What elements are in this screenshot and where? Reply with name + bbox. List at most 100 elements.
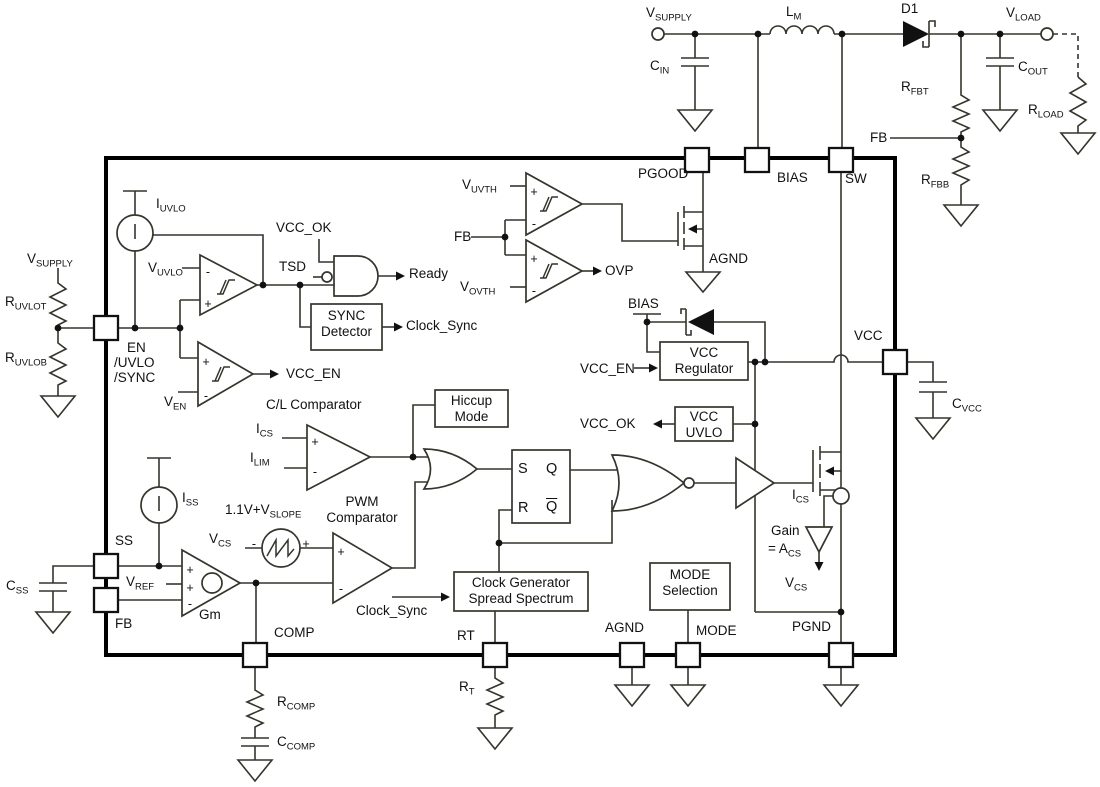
ovp-minus: - <box>532 284 536 298</box>
tsd-invert-bubble <box>321 271 333 283</box>
label-ccomp: CCOMP <box>277 734 316 753</box>
capacitor-cout <box>986 34 1014 110</box>
label-vload: VLOAD <box>1006 5 1041 24</box>
slope-minus: - <box>252 537 256 551</box>
label-ics-left: ICS <box>256 421 273 440</box>
ovp-comparator <box>525 238 584 304</box>
label-en-line3: /SYNC <box>114 370 156 385</box>
hiccup-mode-box <box>434 389 509 428</box>
label-rcomp: RCOMP <box>277 694 316 713</box>
or-gate <box>422 448 479 490</box>
label-ics-right: ICS <box>792 487 809 506</box>
label-cl-comparator: C/L Comparator <box>266 397 362 412</box>
hysteresis-icon <box>212 366 230 382</box>
uvlo-comparator <box>199 253 259 317</box>
resistor-rload <box>1068 76 1088 133</box>
inner-glyphs <box>212 196 558 559</box>
label-agnd-bottom: AGND <box>605 620 645 635</box>
pwm-comparator <box>332 531 394 605</box>
capacitor-cin <box>681 34 709 110</box>
label-en-line1: EN <box>127 340 146 355</box>
vcc-regulator-box <box>659 341 749 381</box>
label-bias-node: BIAS <box>628 296 659 311</box>
label-vcs-right: VCS <box>785 575 808 594</box>
label-vref: VREF <box>126 574 155 593</box>
pin-comp <box>241 641 269 669</box>
pin-en-uvlo-sync <box>92 314 120 342</box>
pin-pgnd <box>827 641 855 669</box>
label-lm: LM <box>786 4 802 23</box>
label-iuvlo: IUVLO <box>156 196 186 215</box>
uvlo-minus: - <box>206 265 210 279</box>
resistor-rt <box>485 667 505 728</box>
label-ruvlot: RUVLOT <box>5 294 47 313</box>
label-vcc-ok-in: VCC_OK <box>580 416 636 431</box>
bias-diode <box>688 309 714 335</box>
label-vcs-left: VCS <box>209 531 232 550</box>
label-pgood: PGOOD <box>638 166 689 181</box>
label-ovp: OVP <box>605 263 634 278</box>
label-vuvlo: VUVLO <box>148 260 183 279</box>
latch-q: Q <box>546 461 558 477</box>
ground-symbols <box>34 109 1097 783</box>
resistor-rfbb <box>951 138 971 205</box>
label-bias-top: BIAS <box>777 170 808 185</box>
pin-sw <box>827 146 855 174</box>
diode-d1 <box>903 21 929 47</box>
polarity-signs: - + + - + - + - + - + - - + + + - <box>186 185 537 611</box>
label-fb-in: FB <box>115 616 133 631</box>
label-pgnd: PGND <box>792 619 832 634</box>
label-mode: MODE <box>696 623 737 638</box>
pin-ss <box>92 552 120 580</box>
en-minus: - <box>204 389 208 403</box>
pwm-plus: + <box>337 545 344 559</box>
pin-bias <box>743 146 771 174</box>
latch-r: R <box>518 500 529 516</box>
mode-selection-box <box>649 562 731 611</box>
label-vovth: VOVTH <box>460 279 496 298</box>
label-rfbb: RFBB <box>921 172 950 191</box>
label-gm: Gm <box>199 607 221 622</box>
hysteresis-icon <box>217 279 235 295</box>
label-agnd-top: AGND <box>709 251 749 266</box>
label-iss: ISS <box>182 490 199 509</box>
gm-plus2: + <box>186 581 193 595</box>
sawtooth-icon <box>266 537 295 559</box>
ready-and-gate <box>333 255 379 297</box>
capacitor-css <box>39 565 94 612</box>
pgood-uv-comparator <box>525 171 584 237</box>
label-vcc-ok-top: VCC_OK <box>276 220 332 235</box>
resistor-rfbt <box>951 34 971 138</box>
label-cout: COUT <box>1018 59 1048 78</box>
gm-plus1: + <box>186 563 193 577</box>
label-gain-line2: = ACS <box>768 541 802 560</box>
vcc-wire-with-hop <box>748 354 883 363</box>
label-ready: Ready <box>409 266 449 281</box>
junction-dots <box>54 30 1004 616</box>
label-rt: RT <box>457 628 475 643</box>
pwm-minus: - <box>339 582 343 596</box>
latch-s: S <box>518 461 528 477</box>
cl-plus: + <box>311 435 318 449</box>
label-ss: SS <box>115 533 134 548</box>
diode-d1-cathode <box>922 20 936 48</box>
pin-vcc <box>881 348 909 376</box>
rcomp-ccomp-network <box>241 667 269 760</box>
label-comp: COMP <box>274 625 315 640</box>
label-vsupply-left: VSUPPLY <box>27 251 73 270</box>
label-fb-ext: FB <box>870 130 888 145</box>
component-bodies <box>116 27 1054 618</box>
pin-mode <box>674 641 702 669</box>
pin-fb <box>92 586 120 614</box>
label-cin: CIN <box>650 58 670 77</box>
hysteresis-icon <box>540 196 558 212</box>
clock-generator-box <box>453 571 589 612</box>
slope-source <box>261 528 301 568</box>
bias-diode-bar <box>680 308 692 336</box>
